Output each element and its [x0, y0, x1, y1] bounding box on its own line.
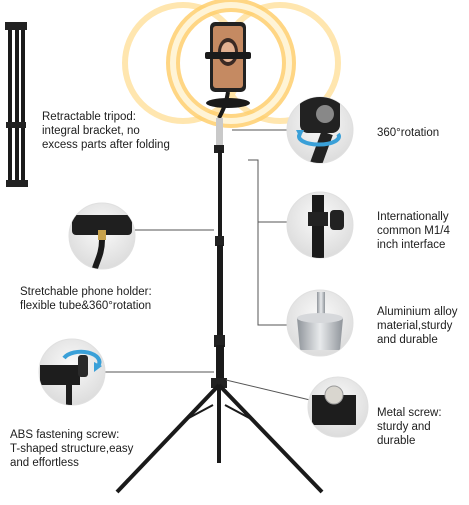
abs-screw-label: ABS fastening screw: T-shaped structure,… — [10, 429, 134, 469]
phone-holder-label: Stretchable phone holder: flexible tube&… — [20, 286, 152, 312]
interface-label: Internationally common M1/4 inch interfa… — [377, 211, 450, 251]
ring-light — [122, 0, 341, 128]
metal-screw-label: Metal screw: sturdy and durable — [377, 407, 442, 447]
callout-lines — [104, 129, 311, 401]
phone-holder-detail — [68, 202, 136, 270]
rotation-label: 360°rotation — [377, 127, 440, 139]
abs-screw-detail — [38, 338, 106, 406]
aluminium-label: Aluminium alloy material,sturdy and dura… — [377, 306, 458, 346]
aluminium-detail — [286, 289, 354, 357]
stand — [115, 118, 324, 494]
rotation-arrow-icon — [297, 132, 341, 147]
rotation-detail — [286, 96, 354, 164]
tripod-label: Retractable tripod: integral bracket, no… — [42, 111, 170, 151]
metal-screw-detail — [307, 376, 369, 438]
folded-tripod — [5, 22, 28, 187]
interface-detail — [286, 191, 354, 259]
phone — [205, 22, 251, 92]
rotation-arrow-icon — [62, 349, 102, 368]
